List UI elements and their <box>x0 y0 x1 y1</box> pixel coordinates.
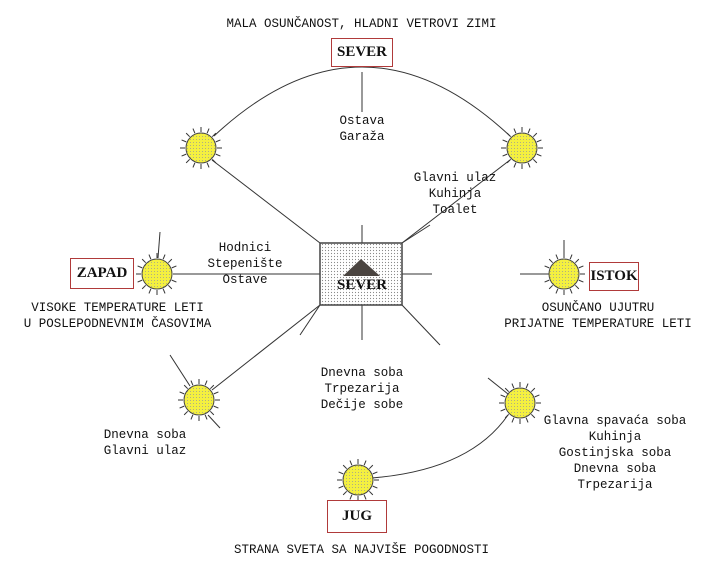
northeast-rooms: Glavni ulaz Kuhinja Toalet <box>405 170 505 218</box>
sun-icon <box>136 253 178 295</box>
label-west: ZAPAD <box>70 258 134 289</box>
sun-icon <box>501 127 543 169</box>
north-arc <box>213 66 511 137</box>
room: Hodnici <box>218 241 272 255</box>
room: Dnevna soba <box>573 462 657 476</box>
room: Glavni ulaz <box>103 444 187 458</box>
room: Ostava <box>339 114 385 128</box>
center-label: SEVER <box>336 277 388 293</box>
southeast-rooms: Glavna spavaća soba Kuhinja Gostinjska s… <box>535 413 695 493</box>
west-caption: VISOKE TEMPERATURE LETI U POSLEPODNEVNIM… <box>0 300 235 332</box>
sun-icon <box>180 127 222 169</box>
south-center-rooms: Dnevna soba Trpezarija Dečije sobe <box>300 365 424 413</box>
southwest-rooms: Dnevna soba Glavni ulaz <box>90 427 200 459</box>
sun-icon <box>178 379 220 421</box>
room: Gostinjska soba <box>558 446 672 460</box>
west-rooms: Hodnici Stepenište Ostave <box>195 240 295 288</box>
caption-line: VISOKE TEMPERATURE LETI <box>31 301 204 315</box>
room: Trpezarija <box>324 382 400 396</box>
sun-icon <box>499 382 541 424</box>
room: Garaža <box>339 130 385 144</box>
room: Glavni ulaz <box>413 171 497 185</box>
room: Dnevna soba <box>320 366 404 380</box>
sun-icon <box>543 253 585 295</box>
south-caption: STRANA SVETA SA NAJVIŠE POGODNOSTI <box>233 543 490 557</box>
label-south: JUG <box>327 500 387 533</box>
sun-icon <box>337 459 379 501</box>
north-rooms: Ostava Garaža <box>312 113 412 145</box>
east-caption: OSUNČANO UJUTRU PRIJATNE TEMPERATURE LET… <box>488 300 708 332</box>
room: Glavna spavaća soba <box>543 414 687 428</box>
label-north: SEVER <box>331 38 393 67</box>
room: Dnevna soba <box>103 428 187 442</box>
room: Kuhinja <box>588 430 642 444</box>
caption-line: PRIJATNE TEMPERATURE LETI <box>504 317 692 331</box>
room: Kuhinja <box>428 187 482 201</box>
room: Toalet <box>432 203 478 217</box>
north-arrow-icon <box>343 259 380 276</box>
label-east: ISTOK <box>589 262 639 291</box>
south-arc <box>371 414 509 479</box>
room: Trpezarija <box>577 478 653 492</box>
north-caption: MALA OSUNČANOST, HLADNI VETROVI ZIMI <box>226 17 497 31</box>
room: Ostave <box>222 273 268 287</box>
caption-line: OSUNČANO UJUTRU <box>541 301 655 315</box>
room: Stepenište <box>207 257 283 271</box>
room: Dečije sobe <box>320 398 404 412</box>
caption-line: U POSLEPODNEVNIM ČASOVIMA <box>23 317 212 331</box>
